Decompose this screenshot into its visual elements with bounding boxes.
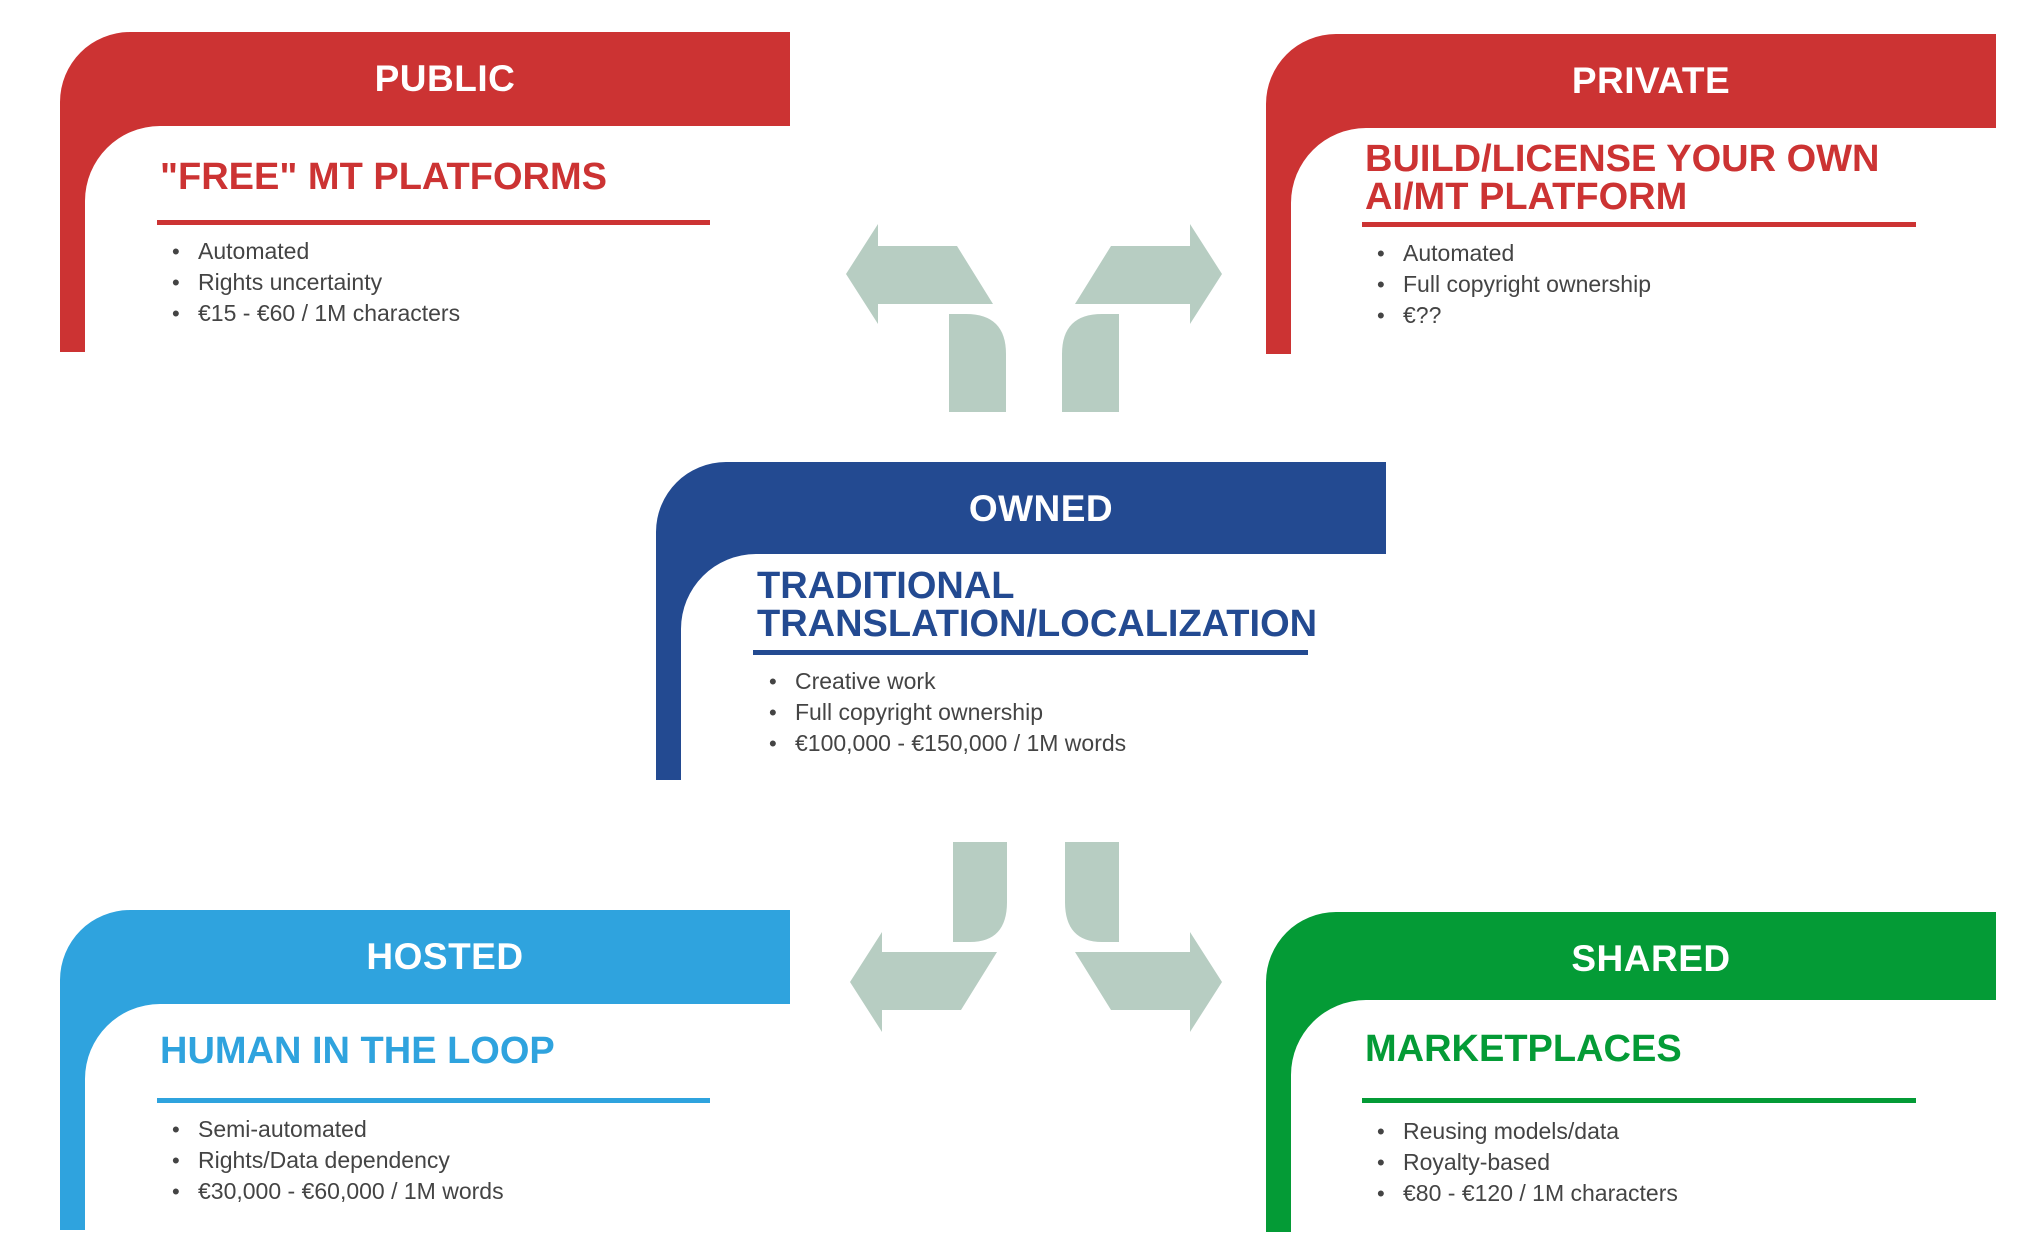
arrow-up-right-shaft xyxy=(1062,314,1119,412)
card-hosted-title-line-1: HUMAN IN THE LOOP xyxy=(160,1030,555,1072)
arrow-up-right-icon xyxy=(1062,224,1222,412)
card-shared: SHARED MARKETPLACES Reusing models/data … xyxy=(1266,912,1996,1232)
card-hosted-title: HUMAN IN THE LOOP xyxy=(160,1032,555,1070)
card-private-bullets: Automated Full copyright ownership €?? xyxy=(1363,238,1651,331)
card-shared-shape xyxy=(1266,912,1996,1232)
card-private-title-line-1: BUILD/LICENSE YOUR OWN xyxy=(1365,138,1880,180)
card-shared-header: SHARED xyxy=(1571,938,1731,979)
card-public-frame xyxy=(60,32,790,352)
arrow-up-left-shaft xyxy=(949,314,1006,412)
card-shared-title: MARKETPLACES xyxy=(1365,1030,1682,1068)
arrow-up-left-icon xyxy=(846,224,1006,412)
card-hosted-frame xyxy=(60,910,790,1230)
card-private-underline xyxy=(1362,222,1916,227)
card-hosted-header: HOSTED xyxy=(366,936,524,977)
card-private-frame xyxy=(1266,34,1996,354)
card-owned-title-line-2: TRANSLATION/LOCALIZATION xyxy=(757,603,1318,645)
list-item: Automated xyxy=(172,236,460,267)
card-private-shape xyxy=(1266,34,1996,354)
arrow-down-right-shaft xyxy=(1065,842,1119,942)
arrow-down-left-head xyxy=(850,932,997,1032)
card-owned-underline xyxy=(753,650,1308,655)
card-private-title-line-2: AI/MT PLATFORM xyxy=(1365,176,1688,218)
list-item: €15 - €60 / 1M characters xyxy=(172,298,460,329)
arrow-up-left-head xyxy=(846,224,993,324)
list-item: €?? xyxy=(1377,300,1651,331)
card-shared-bullets: Reusing models/data Royalty-based €80 - … xyxy=(1363,1116,1678,1209)
list-item: Reusing models/data xyxy=(1377,1116,1678,1147)
list-item: Full copyright ownership xyxy=(1377,269,1651,300)
list-item: Automated xyxy=(1377,238,1651,269)
card-hosted: HOSTED HUMAN IN THE LOOP Semi-automated … xyxy=(60,910,790,1230)
card-owned-title: TRADITIONAL TRANSLATION/LOCALIZATION xyxy=(757,567,1317,643)
list-item: Creative work xyxy=(769,666,1126,697)
card-shared-underline xyxy=(1362,1098,1916,1103)
list-item: €80 - €120 / 1M characters xyxy=(1377,1178,1678,1209)
arrow-down-right-head xyxy=(1075,932,1222,1032)
card-public: PUBLIC "FREE" MT PLATFORMS Automated Rig… xyxy=(60,32,790,352)
card-private-header: PRIVATE xyxy=(1571,60,1731,101)
list-item: Rights/Data dependency xyxy=(172,1145,504,1176)
arrow-down-right-icon xyxy=(1065,842,1222,1032)
list-item: €30,000 - €60,000 / 1M words xyxy=(172,1176,504,1207)
arrow-up-right-head xyxy=(1075,224,1222,324)
arrow-down-left-shaft xyxy=(953,842,1007,942)
list-item: Royalty-based xyxy=(1377,1147,1678,1178)
card-private-title: BUILD/LICENSE YOUR OWN AI/MT PLATFORM xyxy=(1365,140,1879,216)
card-hosted-bullets: Semi-automated Rights/Data dependency €3… xyxy=(158,1114,504,1207)
card-owned-frame xyxy=(656,462,1386,780)
card-hosted-underline xyxy=(157,1098,710,1103)
card-public-title: "FREE" MT PLATFORMS xyxy=(160,158,607,196)
card-shared-title-line-1: MARKETPLACES xyxy=(1365,1028,1682,1070)
card-owned-title-line-1: TRADITIONAL xyxy=(757,565,1015,607)
card-shared-frame xyxy=(1266,912,1996,1232)
card-public-header: PUBLIC xyxy=(374,58,516,99)
list-item: Semi-automated xyxy=(172,1114,504,1145)
card-public-title-line-1: "FREE" MT PLATFORMS xyxy=(160,156,607,198)
card-owned: OWNED TRADITIONAL TRANSLATION/LOCALIZATI… xyxy=(656,462,1386,780)
card-hosted-shape xyxy=(60,910,790,1230)
card-owned-shape xyxy=(656,462,1386,780)
card-public-bullets: Automated Rights uncertainty €15 - €60 /… xyxy=(158,236,460,329)
card-public-shape xyxy=(60,32,790,352)
list-item: Rights uncertainty xyxy=(172,267,460,298)
card-public-underline xyxy=(157,220,710,225)
arrow-down-left-icon xyxy=(850,842,1007,1032)
card-private: PRIVATE BUILD/LICENSE YOUR OWN AI/MT PLA… xyxy=(1266,34,1996,354)
card-owned-bullets: Creative work Full copyright ownership €… xyxy=(755,666,1126,759)
list-item: €100,000 - €150,000 / 1M words xyxy=(769,728,1126,759)
card-owned-header: OWNED xyxy=(968,488,1114,529)
list-item: Full copyright ownership xyxy=(769,697,1126,728)
